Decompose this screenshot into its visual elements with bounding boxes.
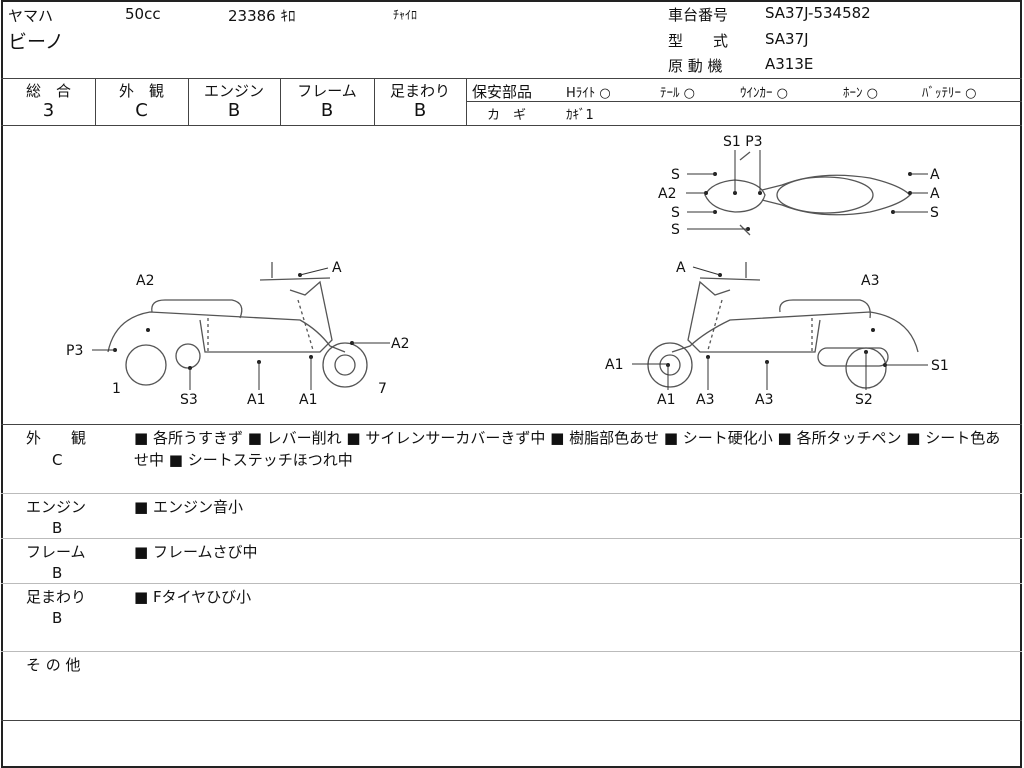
safety-label: 保安部品 (472, 83, 533, 101)
label-1: 1 (112, 381, 121, 397)
color: ﾁｬｲﾛ (393, 8, 418, 22)
comment-exterior-label: 外 観 (26, 429, 87, 447)
key-label: カ ギ (487, 108, 527, 123)
comment-suspension-label: 足まわり (26, 588, 87, 606)
comment-exterior-grade: C (52, 451, 63, 469)
label-a: A (332, 260, 342, 276)
label-a3: A3 (696, 392, 714, 408)
comment-other-label: そ の 他 (26, 656, 81, 674)
label-s1-p3: S1 P3 (723, 134, 763, 150)
label-s: S (930, 205, 939, 221)
comment-exterior-text: ■ 各所うすきず ■ レバー削れ ■ サイレンサーカバーきず中 ■ 樹脂部色あせ… (134, 429, 1001, 469)
safety-headlight: Hﾗｲﾄ ○ (566, 86, 611, 101)
safety-battery: ﾊﾞｯﾃﾘｰ ○ (922, 86, 977, 101)
rating-exterior-label: 外 観 (118, 82, 164, 100)
label-p3: P3 (66, 343, 83, 359)
rating-suspension-value: B (413, 100, 427, 121)
type-value: SA37J (765, 30, 809, 48)
label-a2: A2 (391, 336, 409, 352)
key-value: ｶｷﾞ1 (566, 108, 594, 123)
engine-value: A313E (765, 55, 814, 73)
label-7: 7 (378, 381, 387, 397)
type-label: 型 式 (668, 32, 729, 50)
comment-engine-grade: B (52, 519, 63, 537)
label-s3: S3 (180, 392, 198, 408)
label-a: A (676, 260, 686, 276)
frame-no-label: 車台番号 (668, 6, 729, 24)
safety-taillight: ﾃｰﾙ ○ (660, 86, 695, 101)
damage-diagram: A2 A A2 P3 1 S3 A1 A1 7 A A3 A1 S1 A1 A3… (66, 134, 949, 408)
frame-no: SA37J-534582 (765, 4, 871, 22)
comment-engine-label: エンジン (26, 498, 87, 516)
label-s2: S2 (855, 392, 873, 408)
label-s1: S1 (931, 358, 949, 374)
label-s: S (671, 167, 680, 183)
label-a1: A1 (657, 392, 675, 408)
engine-label: 原 動 機 (668, 57, 723, 75)
displacement: 50cc (125, 5, 161, 23)
rating-exterior-value: C (135, 100, 148, 121)
comment-frame-label: フレーム (26, 543, 86, 561)
label-a3: A3 (755, 392, 773, 408)
label-a: A (930, 167, 940, 183)
label-a1: A1 (299, 392, 317, 408)
rating-suspension-label: 足まわり (389, 82, 450, 100)
label-s: S (671, 222, 680, 238)
label-a3: A3 (861, 273, 879, 289)
label-a: A (930, 186, 940, 202)
label-a1: A1 (605, 357, 623, 373)
label-s: S (671, 205, 680, 221)
safety-winker: ｳｲﾝｶｰ ○ (740, 86, 788, 101)
rating-overall-label: 総 合 (25, 82, 71, 100)
comment-frame-text: ■ フレームさび中 (134, 543, 258, 561)
comment-suspension-grade: B (52, 609, 63, 627)
safety-horn: ﾎｰﾝ ○ (843, 86, 878, 101)
comment-frame-grade: B (52, 564, 63, 582)
label-a2: A2 (658, 186, 676, 202)
mileage: 23386 ｷﾛ (228, 7, 296, 25)
rating-overall-value: 3 (42, 100, 55, 121)
label-a1: A1 (247, 392, 265, 408)
rating-frame-label: フレーム (297, 82, 357, 100)
rating-engine-label: エンジン (203, 82, 264, 100)
model-name: ビーノ (8, 31, 64, 53)
comment-engine-text: ■ エンジン音小 (134, 498, 243, 516)
rating-engine-value: B (227, 100, 241, 121)
maker: ヤマハ (8, 7, 54, 25)
rating-frame-value: B (320, 100, 334, 121)
label-a2: A2 (136, 273, 154, 289)
comment-suspension-text: ■ Fタイヤひび小 (134, 588, 252, 606)
